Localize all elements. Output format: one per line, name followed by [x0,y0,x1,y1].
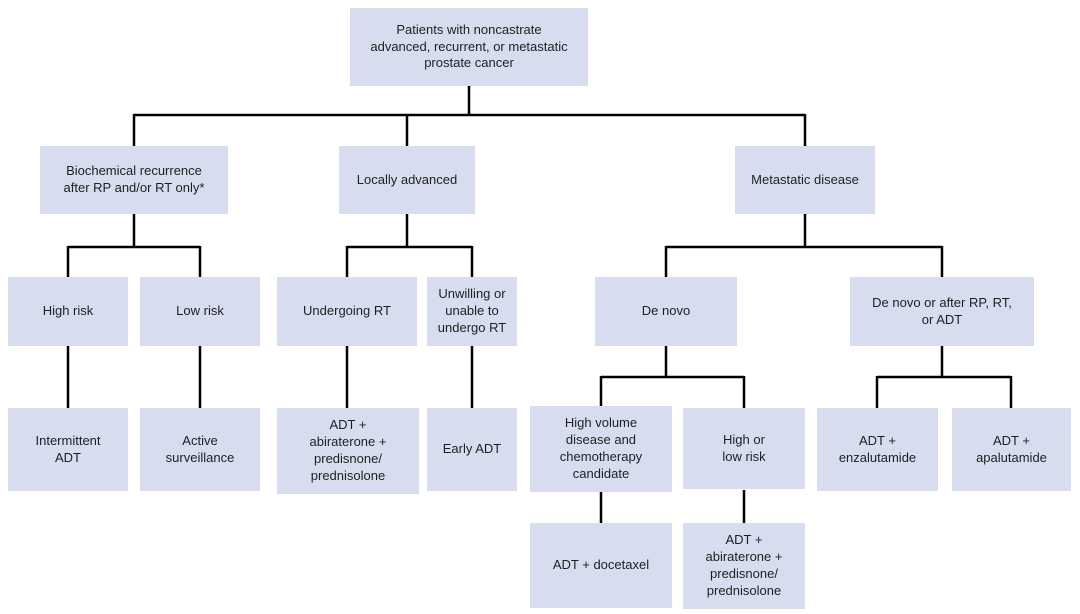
node-biochemical-recurrence: Biochemical recurrence after RP and/or R… [40,146,228,214]
node-undergoing-rt: Undergoing RT [277,277,417,346]
node-active-surveillance: Active surveillance [140,408,260,491]
node-de-novo: De novo [595,277,737,346]
node-adt-abiraterone-left: ADT + abiraterone + predisnone/ predniso… [277,408,419,494]
node-high-volume-disease: High volume disease and chemotherapy can… [530,406,672,492]
node-adt-abiraterone-bottom: ADT + abiraterone + predisnone/ predniso… [683,523,805,609]
node-high-or-low-risk: High or low risk [683,408,805,489]
node-adt-docetaxel: ADT + docetaxel [530,523,672,608]
node-high-risk: High risk [8,277,128,346]
node-low-risk: Low risk [140,277,260,346]
node-early-adt: Early ADT [427,408,517,491]
node-de-novo-or-after: De novo or after RP, RT, or ADT [850,277,1034,346]
node-root-patients: Patients with noncastrate advanced, recu… [350,8,588,86]
node-unwilling-unable-rt: Unwilling or unable to undergo RT [427,277,517,346]
node-intermittent-adt: Intermittent ADT [8,408,128,491]
node-adt-enzalutamide: ADT + enzalutamide [817,408,938,491]
node-locally-advanced: Locally advanced [339,146,475,214]
node-adt-apalutamide: ADT + apalutamide [952,408,1071,491]
node-metastatic-disease: Metastatic disease [735,146,875,214]
